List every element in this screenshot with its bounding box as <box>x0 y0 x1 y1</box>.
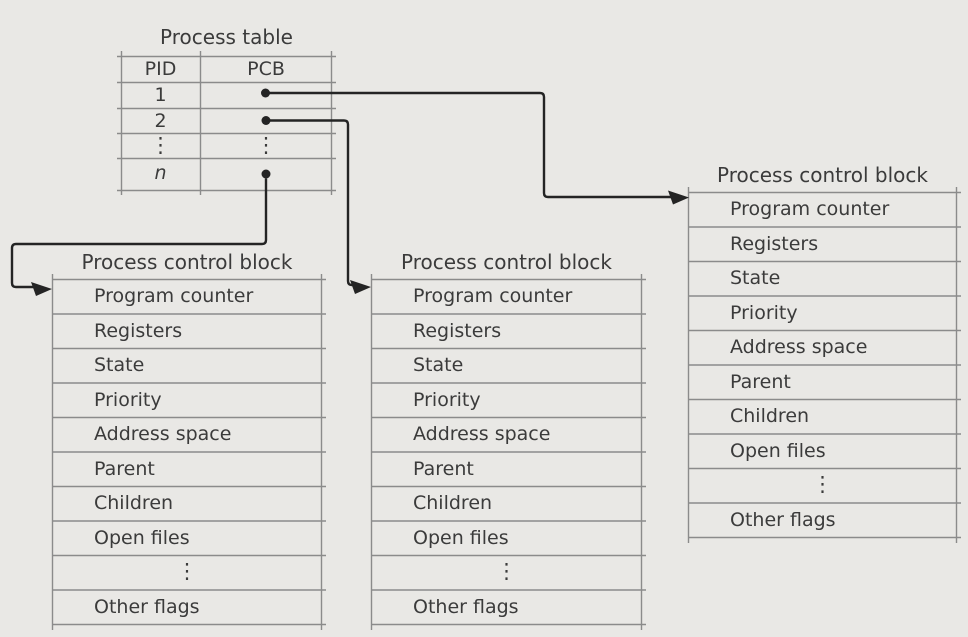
pcb-left-grid <box>51 274 326 630</box>
pcb-field-parent: Parent <box>413 457 474 480</box>
pcb-field-parent: Parent <box>94 457 155 480</box>
pcb-left-rows: Program counter Registers State Priority… <box>52 279 322 624</box>
pcb-field-priority: Priority <box>413 388 481 411</box>
pcb-middle-grid <box>370 274 646 630</box>
pcb-right-grid <box>687 187 961 543</box>
pcb-field-other-flags: Other flags <box>413 595 519 618</box>
pcb-middle-rows: Program counter Registers State Priority… <box>371 279 642 624</box>
pcb-field-registers: Registers <box>413 319 502 342</box>
pcb-field-children: Children <box>730 405 810 427</box>
pcb-field-program-counter: Program counter <box>94 285 254 307</box>
pcb-field-address-space: Address space <box>94 423 232 445</box>
pcb-field-priority: Priority <box>94 388 162 411</box>
arrow-pidn-to-left-pcb <box>10 169 271 296</box>
pcb-field-open-files: Open files <box>413 526 509 549</box>
pcb-field-state: State <box>94 354 145 376</box>
column-header-pid: PID <box>144 58 177 80</box>
pcb-field-other-flags: Other flags <box>730 508 836 531</box>
pcb-field-program-counter: Program counter <box>730 198 890 220</box>
pointer-dot-pidn <box>261 169 271 179</box>
pcb-field-registers: Registers <box>94 319 183 342</box>
pcb-field-open-files: Open files <box>94 526 190 549</box>
table-row-pid-1: 1 <box>154 84 167 106</box>
pointer-dot-pid1 <box>261 88 270 98</box>
pcb-field-registers: Registers <box>730 232 819 255</box>
arrowhead-middle-pcb <box>350 280 371 294</box>
pointer-dot-pid2 <box>261 116 271 125</box>
pcb-field-children: Children <box>413 492 493 514</box>
pcb-field-ellipsis: ⋮ <box>812 472 833 496</box>
process-table-grid <box>117 51 336 195</box>
pcb-field-address-space: Address space <box>413 423 551 445</box>
pcb-field-ellipsis: ⋮ <box>496 559 517 583</box>
arrowhead-right-pcb <box>668 190 689 205</box>
pcb-field-parent: Parent <box>730 370 791 393</box>
pcb-field-children: Children <box>94 492 174 514</box>
table-row-pid-ellipsis: ⋮ <box>150 133 171 157</box>
pcb-field-state: State <box>730 267 781 289</box>
arrowhead-left-pcb <box>31 282 52 296</box>
pcb-right-title: Process control block <box>717 163 928 187</box>
pcb-field-address-space: Address space <box>730 336 868 358</box>
arrow-pid1-to-right-pcb <box>261 88 689 205</box>
pcb-field-other-flags: Other flags <box>94 595 200 618</box>
table-row-pid-n: n <box>154 162 167 184</box>
column-header-pcb: PCB <box>247 58 285 80</box>
arrow-pid2-to-middle-pcb <box>261 116 371 294</box>
pcb-field-program-counter: Program counter <box>413 285 573 307</box>
table-row-pid-2: 2 <box>154 109 167 132</box>
table-cell-pcb-ellipsis: ⋮ <box>255 133 277 157</box>
pcb-right-rows: Program counter Registers State Priority… <box>688 192 957 537</box>
pcb-field-open-files: Open files <box>730 439 826 462</box>
process-table-title: Process table <box>160 25 293 49</box>
pcb-field-state: State <box>413 354 464 376</box>
pcb-field-priority: Priority <box>730 301 798 324</box>
pcb-left-title: Process control block <box>81 250 293 274</box>
pcb-middle-title: Process control block <box>401 250 612 274</box>
pcb-field-ellipsis: ⋮ <box>176 559 198 583</box>
